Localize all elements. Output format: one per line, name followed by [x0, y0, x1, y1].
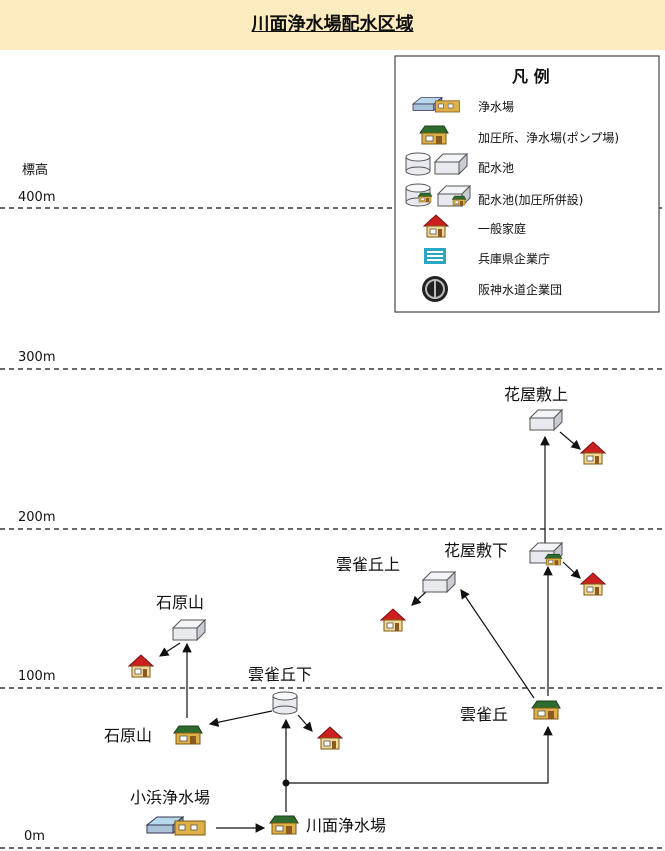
label-ishiharayama-pump: 石原山	[104, 726, 152, 745]
pump-station-icon	[269, 815, 299, 835]
house-icon	[380, 608, 406, 632]
round-reservoir-icon	[272, 691, 298, 715]
label-hibarigaoka-shita: 雲雀丘下	[248, 665, 312, 684]
legend-label-hanshin: 阪神水道企業団	[478, 282, 562, 297]
legend-label-reservoir-pump: 配水池(加圧所併設)	[478, 192, 583, 207]
flow-to-ishiharayama-pump	[208, 710, 273, 727]
label-kohama: 小浜浄水場	[130, 788, 210, 807]
house-icon	[317, 726, 343, 750]
legend-reservoir-icon	[434, 153, 468, 175]
legend-label-hyogo: 兵庫県企業庁	[478, 251, 550, 266]
flow-to-house-ishiharayama	[158, 642, 181, 657]
label-hanayashiki-ue: 花屋敷上	[504, 385, 568, 404]
pump-station-icon	[531, 700, 561, 720]
label-hanayashiki-shita: 花屋敷下	[444, 541, 508, 560]
label-ishiharayama-reservoir: 石原山	[156, 593, 204, 612]
junction-dot	[282, 779, 290, 787]
legend-label-reservoir: 配水池	[478, 161, 514, 175]
legend-hyogo-enterprise-logo	[424, 248, 446, 264]
house-icon	[128, 654, 154, 678]
legend-round-reservoir-icon	[405, 152, 431, 176]
legend-title: 凡 例	[512, 67, 550, 86]
title-bar	[0, 0, 665, 50]
flow-to-house-hibarigaoka-ue	[411, 589, 429, 606]
legend: 凡 例 浄水場 加圧所、浄水場(ポンプ場) 配水池 配水池(加圧所併設) 一般家…	[394, 55, 660, 313]
elevation-tick-100: 100m	[18, 669, 55, 684]
flow-kawamo-to-hibarigaoka	[286, 725, 553, 784]
label-hibarigaoka: 雲雀丘	[460, 705, 508, 724]
flow-to-house-hibarigaoka-shita	[297, 714, 313, 732]
legend-pump-station-icon	[419, 125, 449, 145]
legend-label-pump: 加圧所、浄水場(ポンプ場)	[478, 131, 619, 145]
house-icon	[580, 572, 606, 596]
legend-label-house: 一般家庭	[478, 221, 526, 236]
elevation-tick-300: 300m	[18, 350, 55, 365]
flow-to-house-hanayashiki-shita	[562, 561, 581, 579]
elevation-label: 標高	[22, 162, 48, 178]
house-icon	[580, 441, 606, 465]
purification-plant-icon	[146, 816, 206, 836]
elevation-tick-200: 200m	[18, 510, 55, 525]
reservoir-icon	[422, 571, 456, 593]
label-hibarigaoka-ue: 雲雀丘上	[336, 555, 400, 574]
legend-label-plant: 浄水場	[478, 100, 514, 114]
legend-hanshin-water-logo	[422, 276, 448, 302]
reservoir-icon	[172, 619, 206, 641]
flow-to-house-hanayashiki-ue	[559, 431, 581, 450]
label-kawamo: 川面浄水場	[306, 816, 386, 835]
reservoir-with-pump-icon	[529, 542, 563, 566]
reservoir-icon	[529, 409, 563, 431]
flow-to-hibarigaoka-ue	[460, 589, 535, 699]
page-title: 川面浄水場配水区域	[251, 14, 414, 35]
pump-station-icon	[173, 725, 203, 745]
elevation-tick-400: 400m	[18, 190, 55, 205]
elevation-tick-0: 0m	[24, 829, 45, 844]
